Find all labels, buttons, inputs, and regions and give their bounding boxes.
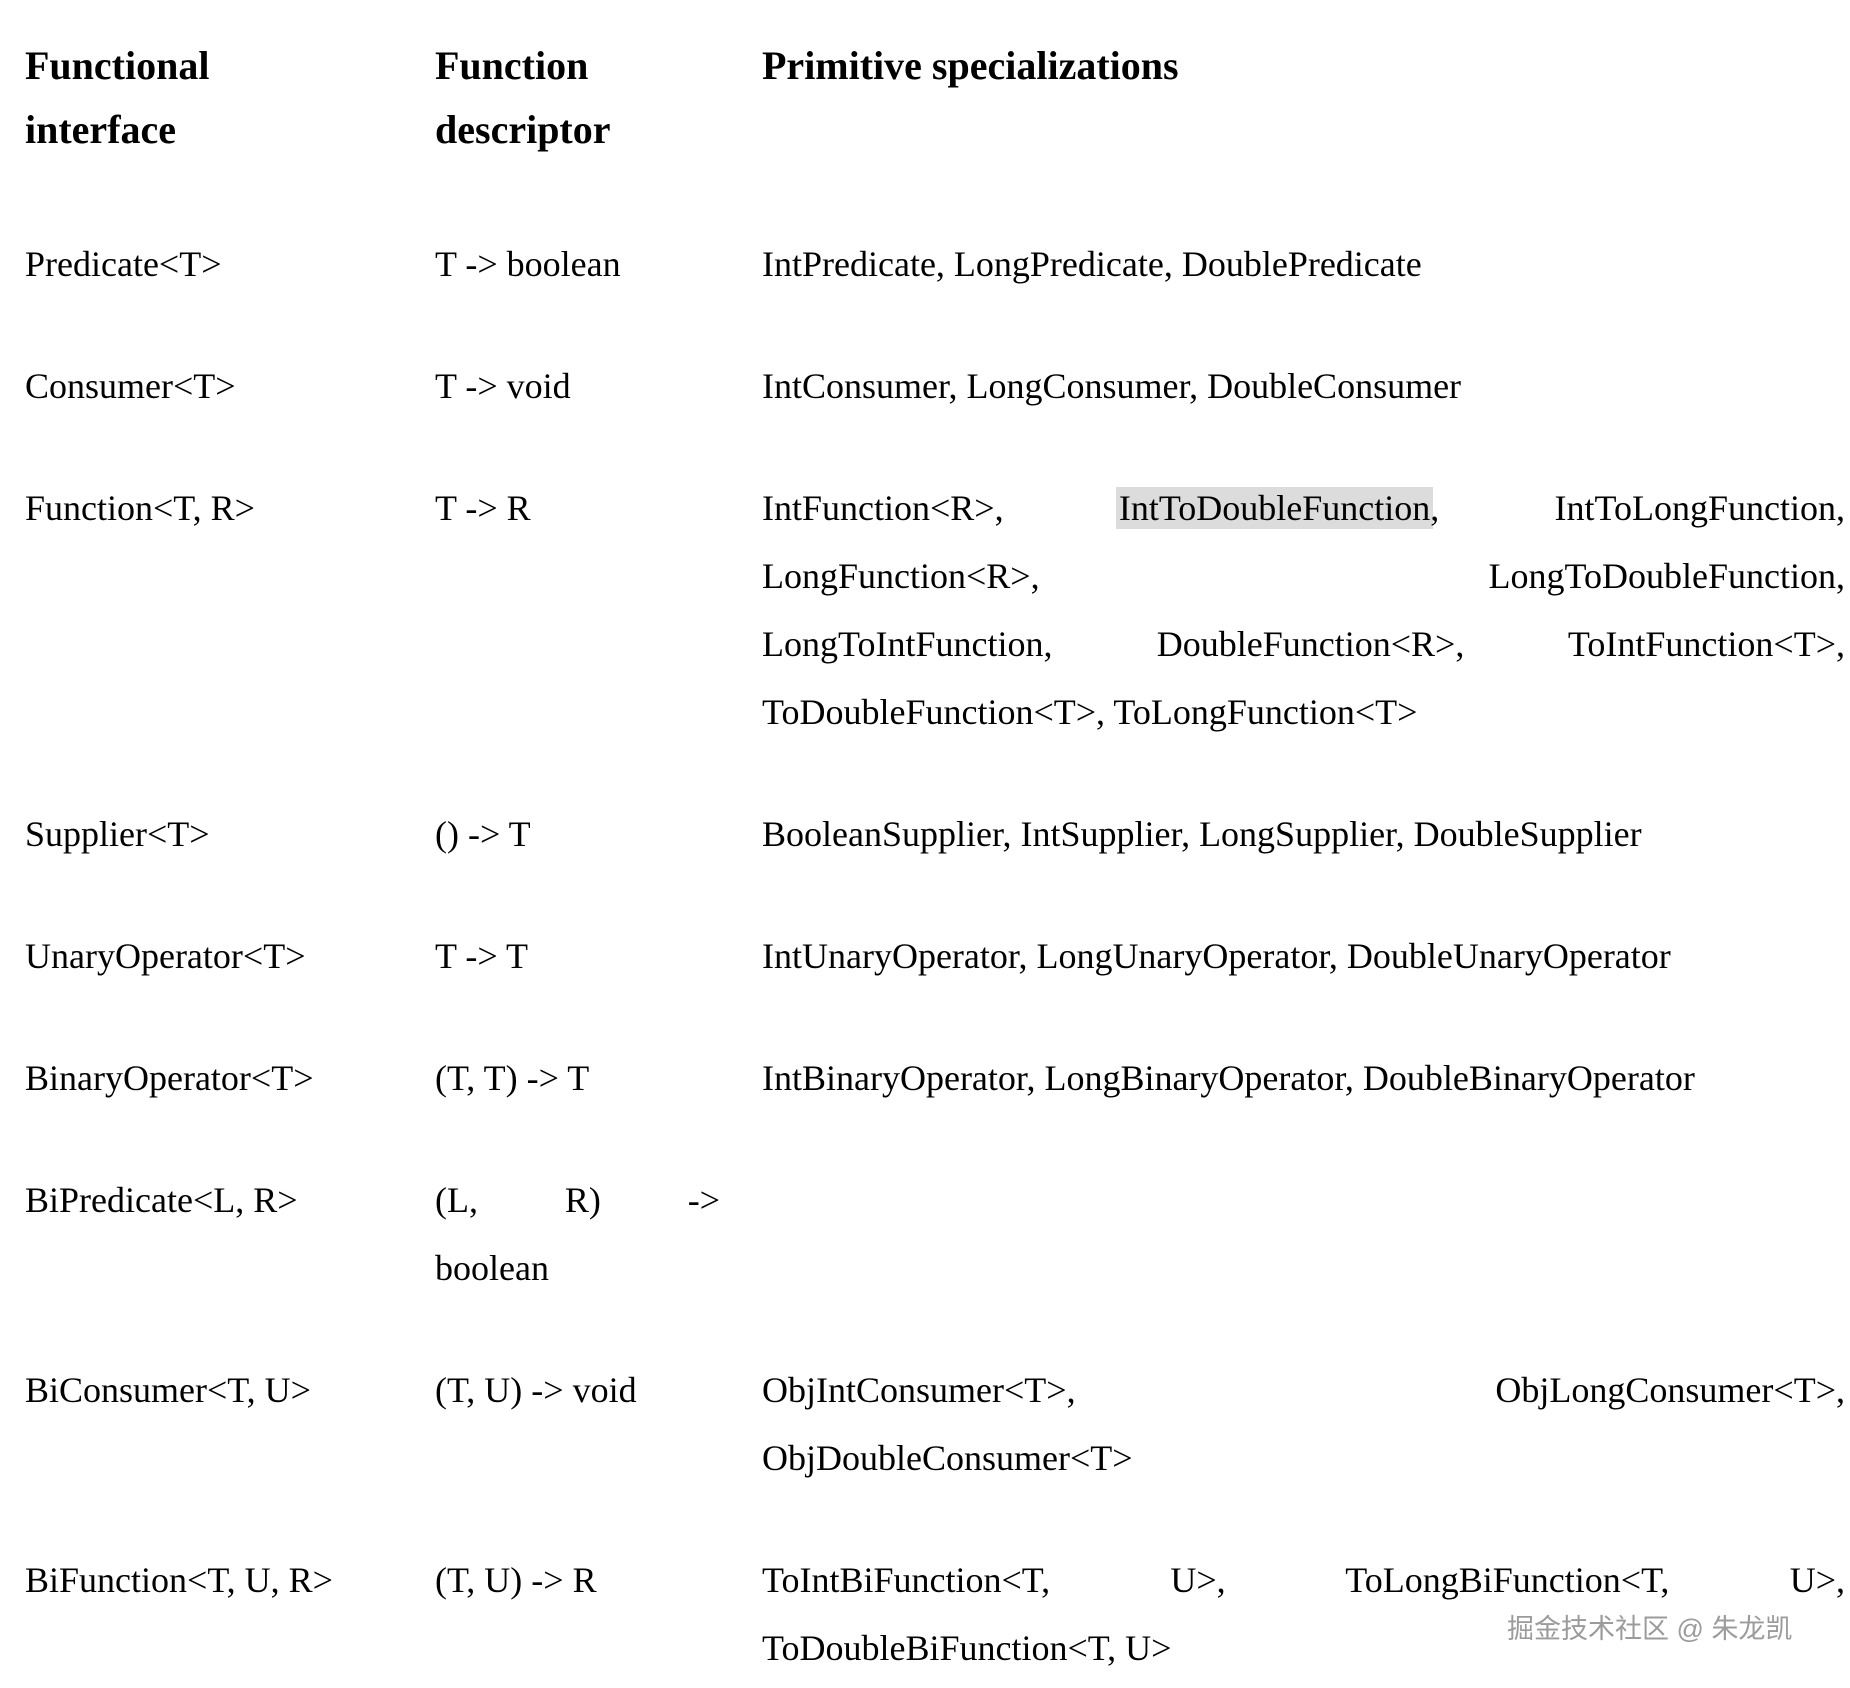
- header-line: Function: [435, 43, 589, 88]
- specialization-line: LongFunction<R>, LongToDoubleFunction,: [762, 542, 1845, 610]
- specialization-text: LongToIntFunction, DoubleFunction<R>, To…: [762, 624, 1845, 664]
- specialization-text: ToIntBiFunction<T, U>, ToLongBiFunction<…: [762, 1560, 1845, 1600]
- table-row: Predicate<T> T -> boolean IntPredicate, Lo…: [25, 230, 1845, 352]
- specialization-text: , IntToLongFunction,: [1430, 488, 1845, 528]
- cell-functional-interface: BiFunction<T, U, R>: [25, 1546, 435, 1682]
- specialization-text: BooleanSupplier, IntSupplier, LongSuppli…: [762, 814, 1642, 854]
- cell-functional-interface: Consumer<T>: [25, 352, 435, 474]
- table-header: Functional interface Function descriptor…: [25, 34, 1845, 230]
- specialization-text: IntBinaryOperator, LongBinaryOperator, D…: [762, 1058, 1695, 1098]
- specialization-text: IntConsumer, LongConsumer, DoubleConsume…: [762, 366, 1462, 406]
- functional-interface-name: UnaryOperator<T>: [25, 936, 306, 976]
- descriptor-line: T -> T: [435, 936, 528, 976]
- cell-primitive-specializations: IntPredicate, LongPredicate, DoublePredi…: [762, 230, 1845, 352]
- cell-function-descriptor: (T, U) -> void: [435, 1356, 762, 1546]
- cell-function-descriptor: T -> boolean: [435, 230, 762, 352]
- functional-interface-name: BinaryOperator<T>: [25, 1058, 314, 1098]
- cell-functional-interface: BinaryOperator<T>: [25, 1044, 435, 1166]
- header-line: interface: [25, 107, 177, 152]
- watermark: 掘金技术社区 @ 朱龙凯: [1507, 1614, 1793, 1644]
- descriptor-line: (L, R) ->: [435, 1180, 720, 1220]
- specialization-line: LongToIntFunction, DoubleFunction<R>, To…: [762, 610, 1845, 678]
- cell-primitive-specializations: ToIntBiFunction<T, U>, ToLongBiFunction<…: [762, 1546, 1845, 1682]
- functional-interface-name: BiPredicate<L, R>: [25, 1180, 298, 1220]
- header-functional-interface: Functional interface: [25, 34, 435, 230]
- specialization-line: IntPredicate, LongPredicate, DoublePredi…: [762, 230, 1845, 298]
- header-line: Functional: [25, 43, 210, 88]
- specialization-line: IntConsumer, LongConsumer, DoubleConsume…: [762, 352, 1845, 420]
- cell-function-descriptor: T -> void: [435, 352, 762, 474]
- specialization-line: ToDoubleFunction<T>, ToLongFunction<T>: [762, 678, 1845, 746]
- table-row: Function<T, R> T -> R IntFunction<R>, IntT…: [25, 474, 1845, 800]
- cell-functional-interface: BiPredicate<L, R>: [25, 1166, 435, 1356]
- specialization-line: BooleanSupplier, IntSupplier, LongSuppli…: [762, 800, 1845, 868]
- cell-primitive-specializations: IntBinaryOperator, LongBinaryOperator, D…: [762, 1044, 1845, 1166]
- highlighted-specialization: IntToDoubleFunction: [1115, 487, 1434, 529]
- specialization-text: ToDoubleBiFunction<T, U>: [762, 1628, 1172, 1668]
- specialization-line: ToDoubleBiFunction<T, U>: [762, 1614, 1845, 1682]
- specialization-text: ObjDoubleConsumer<T>: [762, 1438, 1133, 1478]
- specialization-line: ObjIntConsumer<T>, ObjLongConsumer<T>,: [762, 1356, 1845, 1424]
- header-function-descriptor: Function descriptor: [435, 34, 762, 230]
- specialization-text: IntUnaryOperator, LongUnaryOperator, Dou…: [762, 936, 1671, 976]
- cell-functional-interface: BiConsumer<T, U>: [25, 1356, 435, 1546]
- specialization-text: LongFunction<R>, LongToDoubleFunction,: [762, 556, 1845, 596]
- cell-functional-interface: UnaryOperator<T>: [25, 922, 435, 1044]
- header-line: descriptor: [435, 107, 611, 152]
- specialization-text: IntFunction<R>,: [762, 488, 1119, 528]
- descriptor-line: (T, T) -> T: [435, 1058, 590, 1098]
- cell-functional-interface: Function<T, R>: [25, 474, 435, 800]
- table-row: Consumer<T> T -> void IntConsumer, LongCon…: [25, 352, 1845, 474]
- header-primitive-specializations: Primitive specializations: [762, 34, 1845, 230]
- specialization-text: ObjIntConsumer<T>, ObjLongConsumer<T>,: [762, 1370, 1845, 1410]
- specialization-text: IntPredicate, LongPredicate, DoublePredi…: [762, 244, 1422, 284]
- cell-function-descriptor: T -> R: [435, 474, 762, 800]
- functional-interface-name: Consumer<T>: [25, 366, 236, 406]
- descriptor-line: T -> R: [435, 488, 531, 528]
- cell-primitive-specializations: IntFunction<R>, IntToDoubleFunction, Int…: [762, 474, 1845, 800]
- header-line: Primitive specializations: [762, 43, 1179, 88]
- header-row: Functional interface Function descriptor…: [25, 34, 1845, 230]
- specialization-line: ToIntBiFunction<T, U>, ToLongBiFunction<…: [762, 1546, 1845, 1614]
- table-row: BinaryOperator<T> (T, T) -> T IntBinaryOpe…: [25, 1044, 1845, 1166]
- functional-interface-name: Predicate<T>: [25, 244, 222, 284]
- cell-functional-interface: Predicate<T>: [25, 230, 435, 352]
- descriptor-line: boolean: [435, 1248, 549, 1288]
- specialization-line: IntBinaryOperator, LongBinaryOperator, D…: [762, 1044, 1845, 1112]
- cell-function-descriptor: (T, U) -> R: [435, 1546, 762, 1682]
- cell-function-descriptor: T -> T: [435, 922, 762, 1044]
- cell-function-descriptor: (L, R) -> boolean: [435, 1166, 762, 1356]
- cell-primitive-specializations: [762, 1166, 1845, 1356]
- specialization-text: ToDoubleFunction<T>, ToLongFunction<T>: [762, 692, 1418, 732]
- cell-function-descriptor: (T, T) -> T: [435, 1044, 762, 1166]
- table-row: Supplier<T> () -> T BooleanSupplier, IntSu…: [25, 800, 1845, 922]
- functional-interfaces-table: Functional interface Function descriptor…: [25, 34, 1845, 1682]
- specialization-line: IntFunction<R>, IntToDoubleFunction, Int…: [762, 474, 1845, 542]
- descriptor-line: (T, U) -> R: [435, 1560, 597, 1600]
- cell-primitive-specializations: BooleanSupplier, IntSupplier, LongSuppli…: [762, 800, 1845, 922]
- table-row: BiPredicate<L, R> (L, R) -> boolean: [25, 1166, 1845, 1356]
- cell-primitive-specializations: IntConsumer, LongConsumer, DoubleConsume…: [762, 352, 1845, 474]
- table-row: UnaryOperator<T> T -> T IntUnaryOperator, …: [25, 922, 1845, 1044]
- functional-interface-name: Function<T, R>: [25, 488, 255, 528]
- specialization-line: ObjDoubleConsumer<T>: [762, 1424, 1845, 1492]
- table-body: Predicate<T> T -> boolean IntPredicate, Lo…: [25, 230, 1845, 1682]
- cell-functional-interface: Supplier<T>: [25, 800, 435, 922]
- descriptor-line: () -> T: [435, 814, 531, 854]
- cell-primitive-specializations: IntUnaryOperator, LongUnaryOperator, Dou…: [762, 922, 1845, 1044]
- specialization-line: IntUnaryOperator, LongUnaryOperator, Dou…: [762, 922, 1845, 990]
- functional-interface-name: BiFunction<T, U, R>: [25, 1560, 333, 1600]
- functional-interface-name: BiConsumer<T, U>: [25, 1370, 311, 1410]
- table-row: BiFunction<T, U, R> (T, U) -> R ToIntBiFun…: [25, 1546, 1845, 1682]
- descriptor-line: T -> boolean: [435, 244, 621, 284]
- descriptor-line: T -> void: [435, 366, 571, 406]
- cell-primitive-specializations: ObjIntConsumer<T>, ObjLongConsumer<T>, Ob…: [762, 1356, 1845, 1546]
- cell-function-descriptor: () -> T: [435, 800, 762, 922]
- table-row: BiConsumer<T, U> (T, U) -> void ObjIntCons…: [25, 1356, 1845, 1546]
- functional-interface-name: Supplier<T>: [25, 814, 210, 854]
- descriptor-line: (T, U) -> void: [435, 1370, 637, 1410]
